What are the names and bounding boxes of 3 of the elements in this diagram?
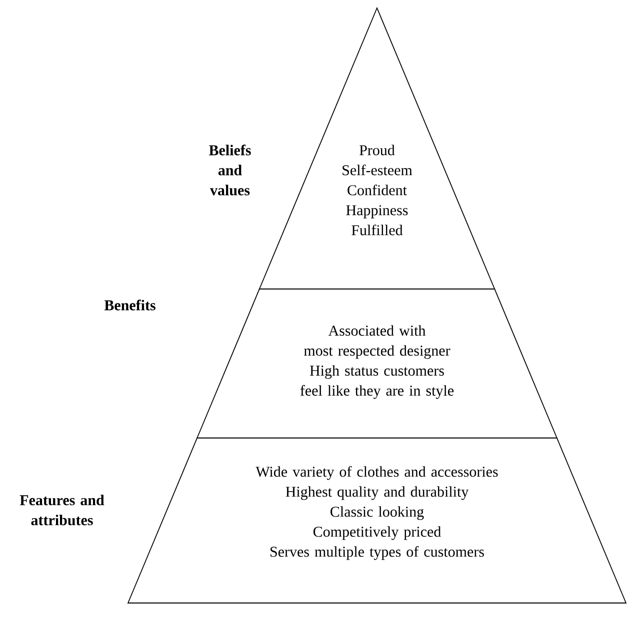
tier-label: Features and attributes [20,494,104,526]
tier-label: Beliefs and values [209,144,251,196]
tier-label: Benefits [104,300,156,310]
